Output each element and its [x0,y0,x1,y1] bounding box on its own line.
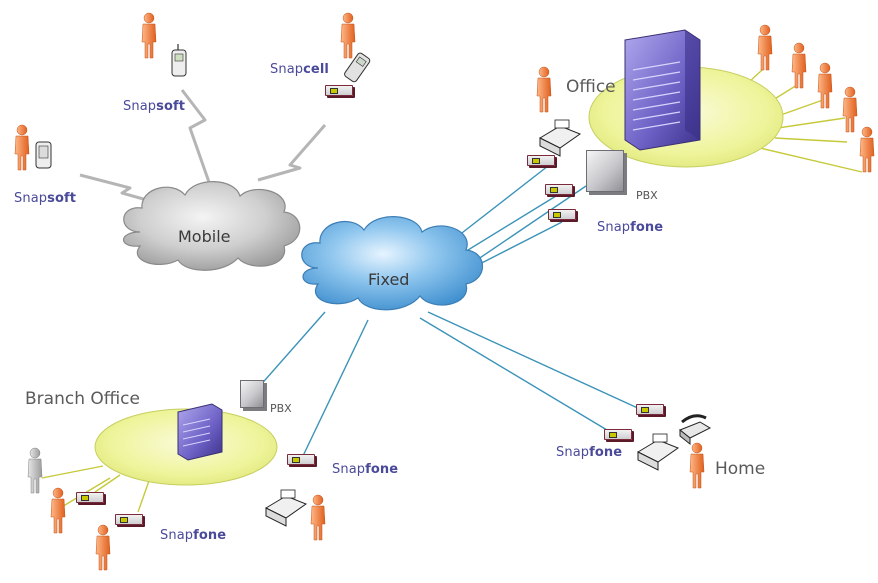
snapfone-device-icon [545,184,573,195]
fax-machine-icon-branch [264,489,308,527]
fax-machine-icon-home [636,433,680,471]
snapcell-device-icon [325,85,353,96]
snapfone-device-icon [287,454,315,465]
mobile-cloud [122,181,301,271]
office-label: Office [566,77,616,97]
fax-machine-icon-office [538,119,582,157]
snapfone-label-office: Snapfone [597,220,664,235]
snapfone-device-icon [604,429,632,440]
snapfone-label-branch-mid: Snapfone [332,462,399,477]
branch-server-icon [177,403,223,461]
snapfone-device-icon [76,492,104,503]
fixed-links [257,165,643,459]
desk-phone-icon-home [679,414,712,446]
snapsoft-label-left: Snapsoft [14,191,77,206]
fixed-cloud-label: Fixed [368,270,410,289]
office-pbx-label: PBX [636,189,658,202]
person-grey-icon [27,447,43,494]
mobile-cloud-label: Mobile [178,227,231,246]
pda-icon-left [35,141,52,169]
branch-pbx-icon [240,380,264,408]
snapfone-label-home: Snapfone [556,445,623,460]
snapfone-device-icon [527,155,555,166]
branch-pbx-label: PBX [270,402,292,415]
snapcell-label: Snapcell [270,62,329,77]
phone-handset-icon-top [171,44,187,77]
snapfone-device-icon [636,404,664,415]
snapsoft-label-top: Snapsoft [123,99,186,114]
office-pbx-icon [586,150,624,192]
snapfone-label-branch: Snapfone [160,528,227,543]
snapfone-device-icon [548,209,576,220]
fixed-cloud [301,216,483,311]
snapcell-phone-icon [344,52,371,83]
snapfone-device-icon [115,514,143,525]
office-server-icon [624,29,701,151]
home-label: Home [715,459,766,479]
branch-office-label: Branch Office [25,389,140,409]
